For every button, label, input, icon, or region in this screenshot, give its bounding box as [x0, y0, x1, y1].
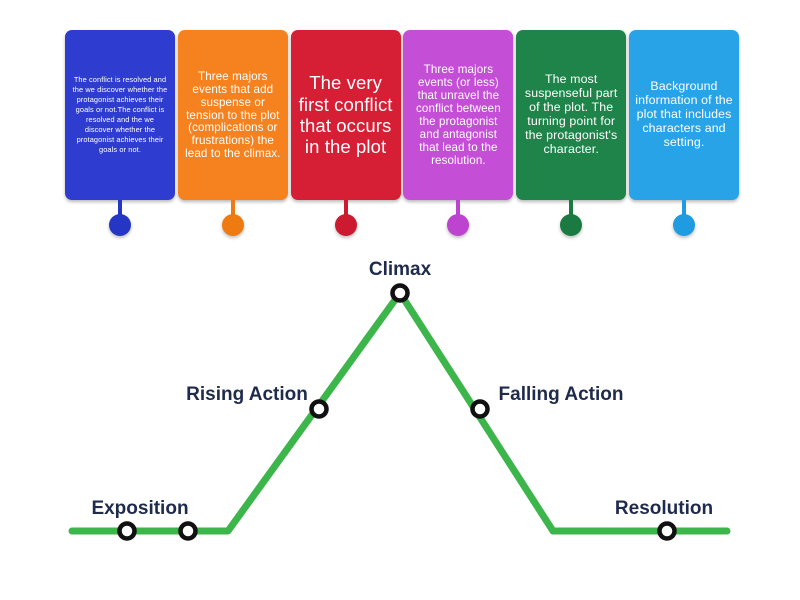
- card-conflict-stem: [343, 200, 348, 220]
- card-conflict-text: The very first conflict that occurs in t…: [298, 72, 393, 158]
- plot-label-climax: Climax: [369, 259, 432, 280]
- plot-line: [68, 289, 731, 535]
- card-conflict[interactable]: The very first conflict that occurs in t…: [290, 30, 401, 200]
- card-falling-action-text: Three majors events (or less) that unrav…: [416, 63, 501, 167]
- card-climax-text: The most suspenseful part of the plot. T…: [524, 72, 618, 156]
- card-rising-action-wrapper: Three majors events that add suspense or…: [177, 30, 288, 236]
- card-resolution-pin[interactable]: [109, 214, 131, 236]
- plot-point-marker[interactable]: [470, 399, 490, 419]
- plot-point-marker[interactable]: [657, 521, 677, 541]
- plot-marker-group: [117, 283, 677, 541]
- plot-point-marker[interactable]: [390, 283, 410, 303]
- plot-label-exposition: Exposition: [91, 498, 188, 519]
- card-exposition-pin[interactable]: [673, 214, 695, 236]
- plot-point-marker[interactable]: [309, 399, 329, 419]
- card-resolution-wrapper: The conflict is resolved and the we disc…: [65, 30, 175, 236]
- card-rising-action-pin[interactable]: [221, 214, 244, 236]
- card-falling-action-pin[interactable]: [447, 214, 470, 236]
- card-rising-action[interactable]: Three majors events that add suspense or…: [177, 30, 288, 200]
- card-row: The conflict is resolved and the we disc…: [65, 30, 741, 236]
- card-falling-action-stem: [456, 200, 461, 220]
- card-resolution-stem: [118, 200, 122, 220]
- card-rising-action-stem: [230, 200, 235, 220]
- card-rising-action-text: Three majors events that add suspense or…: [185, 69, 281, 161]
- card-resolution[interactable]: The conflict is resolved and the we disc…: [65, 30, 175, 200]
- plot-point-marker[interactable]: [117, 521, 137, 541]
- plot-label-falling-action: Falling Action: [499, 384, 624, 405]
- card-exposition-wrapper: Background information of the plot that …: [629, 30, 739, 236]
- card-climax-wrapper: The most suspenseful part of the plot. T…: [516, 30, 627, 236]
- card-falling-action[interactable]: Three majors events (or less) that unrav…: [403, 30, 514, 200]
- card-falling-action-wrapper: Three majors events (or less) that unrav…: [403, 30, 514, 236]
- plot-label-resolution: Resolution: [615, 498, 713, 519]
- card-exposition-text: Background information of the plot that …: [635, 79, 733, 149]
- card-resolution-text: The conflict is resolved and the we disc…: [72, 75, 168, 154]
- card-climax-stem: [569, 200, 574, 220]
- card-climax-pin[interactable]: [560, 214, 583, 236]
- plot-point-marker[interactable]: [178, 521, 198, 541]
- card-exposition[interactable]: Background information of the plot that …: [629, 30, 739, 200]
- card-exposition-stem: [682, 200, 686, 220]
- plot-label-rising-action: Rising Action: [186, 384, 308, 405]
- card-conflict-wrapper: The very first conflict that occurs in t…: [290, 30, 401, 236]
- card-conflict-pin[interactable]: [334, 214, 357, 236]
- card-climax[interactable]: The most suspenseful part of the plot. T…: [516, 30, 627, 200]
